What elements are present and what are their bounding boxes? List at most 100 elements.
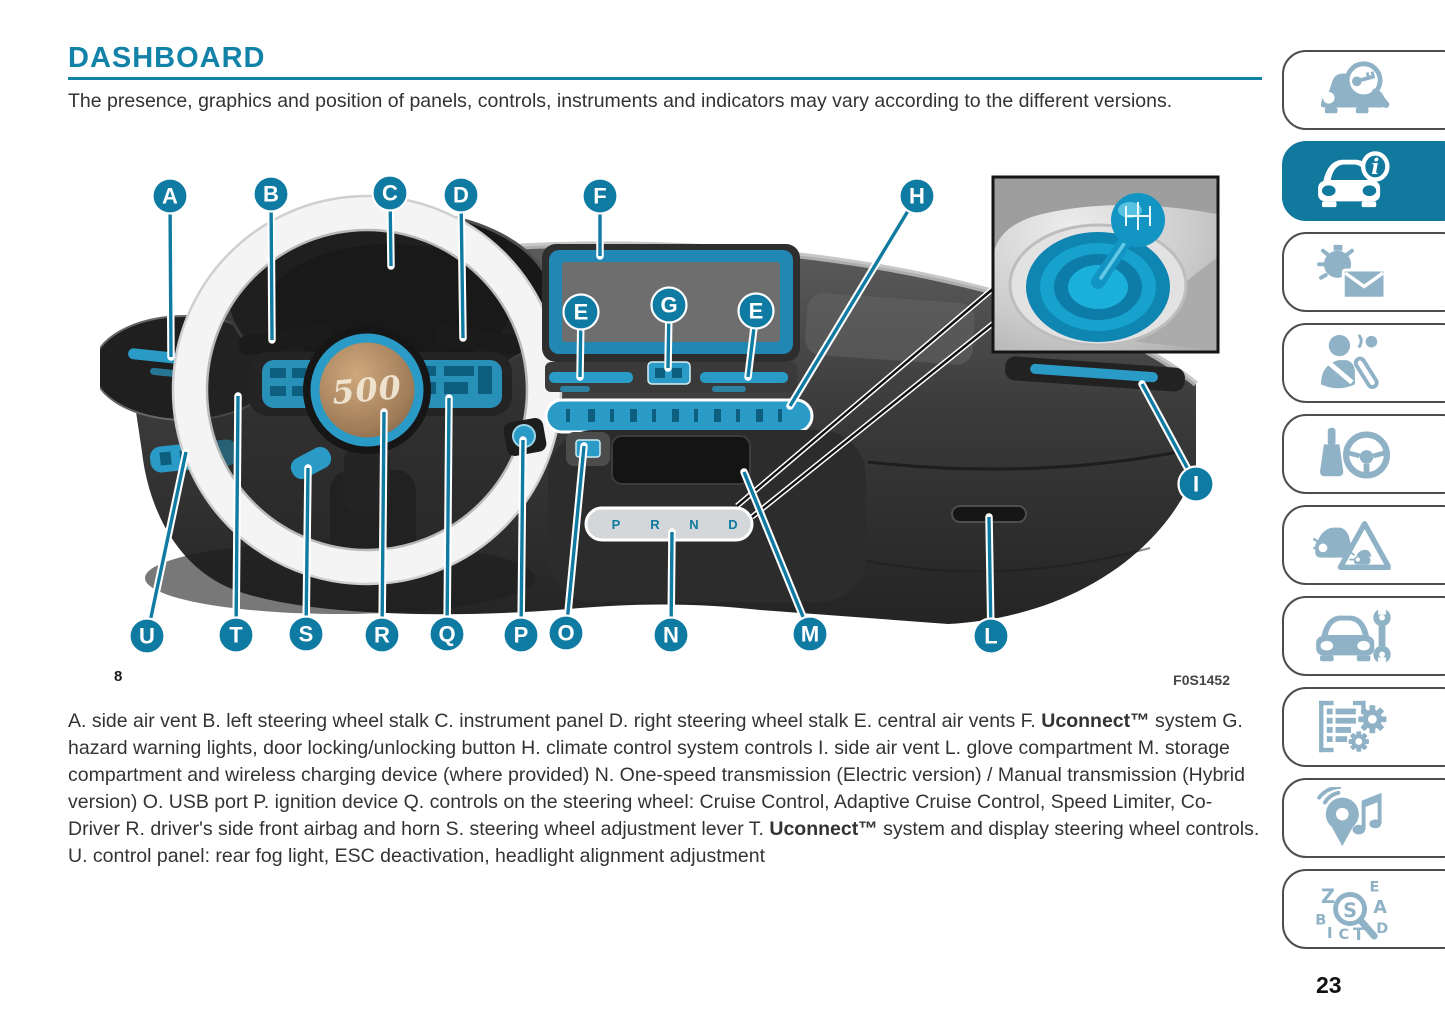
instrument-panel xyxy=(226,208,554,392)
callout-A: A xyxy=(151,177,189,361)
control-panel xyxy=(149,439,239,473)
car-search-icon xyxy=(1296,59,1408,121)
climate-controls xyxy=(544,398,814,434)
multimedia-icon xyxy=(1296,787,1408,849)
svg-text:E: E xyxy=(574,300,589,325)
sidebar-item-warning-message[interactable] xyxy=(1282,232,1445,312)
caption-text: system G. hazard warning lights, door lo… xyxy=(68,710,1245,840)
svg-text:Q: Q xyxy=(438,622,455,647)
dashboard-illustration: 500 xyxy=(100,174,1220,655)
touchscreen xyxy=(542,244,800,362)
callout-M: M xyxy=(740,468,829,653)
emergency-triangle-icon xyxy=(1296,514,1408,576)
caption-text: A. side air vent B. left steering wheel … xyxy=(68,710,1042,732)
svg-text:P: P xyxy=(612,517,621,532)
svg-text:N: N xyxy=(689,517,698,532)
hazard-lock-buttons xyxy=(647,361,691,385)
callout-D: D xyxy=(442,176,480,342)
callout-B: B xyxy=(252,175,290,344)
svg-text:R: R xyxy=(374,623,390,648)
gear-steering-icon xyxy=(1296,423,1408,485)
svg-text:U: U xyxy=(139,624,155,649)
svg-text:G: G xyxy=(660,293,677,318)
car-service-icon xyxy=(1296,605,1408,667)
sidebar-item-car-info[interactable] xyxy=(1282,141,1445,221)
right-air-vent xyxy=(1005,356,1185,392)
svg-text:A: A xyxy=(162,184,178,209)
callout-I: I xyxy=(1138,380,1215,503)
callout-U: U xyxy=(128,448,190,655)
index-search-icon xyxy=(1296,878,1408,940)
sidebar-item-multimedia[interactable] xyxy=(1282,778,1445,858)
inset-connector-lines xyxy=(735,284,997,520)
dashboard-body xyxy=(126,241,1198,624)
callout-E: E xyxy=(737,292,775,381)
svg-text:L: L xyxy=(984,624,997,649)
callout-R: R xyxy=(363,408,401,654)
figure-caption: A. side air vent B. left steering wheel … xyxy=(68,708,1264,870)
callout-N: N xyxy=(652,528,690,654)
svg-text:E: E xyxy=(749,299,764,324)
intro-text: The presence, graphics and position of p… xyxy=(68,90,1173,112)
gearshift-inset xyxy=(991,175,1220,354)
figure-code: F0S1452 xyxy=(1173,672,1230,688)
sidebar-item-index-search[interactable] xyxy=(1282,869,1445,949)
callout-T: T xyxy=(217,392,255,654)
safety-seatbelt-icon xyxy=(1296,332,1408,394)
callout-C: C xyxy=(371,174,409,270)
caption-bold-text: Uconnect™ xyxy=(769,818,878,840)
callout-O: O xyxy=(547,442,588,652)
sidebar-item-car-service[interactable] xyxy=(1282,596,1445,676)
title-rule xyxy=(68,77,1262,80)
sidebar xyxy=(1282,50,1445,949)
caption-text: system and display steering wheel contro… xyxy=(68,818,1260,867)
callout-H: H xyxy=(786,177,936,410)
svg-text:B: B xyxy=(263,182,279,207)
glove-compartment-handle xyxy=(951,505,1027,523)
ignition-device xyxy=(503,418,547,456)
svg-text:M: M xyxy=(801,622,819,647)
sidebar-item-safety-seatbelt[interactable] xyxy=(1282,323,1445,403)
svg-text:S: S xyxy=(299,622,314,647)
page-title: DASHBOARD xyxy=(68,42,266,74)
gear-selector: P R N D xyxy=(584,506,754,542)
central-air-vents xyxy=(545,362,797,392)
steering-wheel: 500 xyxy=(171,194,563,586)
svg-text:D: D xyxy=(453,183,469,208)
callout-S: S xyxy=(287,464,325,653)
sidebar-item-specs-gears[interactable] xyxy=(1282,687,1445,767)
sidebar-item-emergency-triangle[interactable] xyxy=(1282,505,1445,585)
left-air-vent xyxy=(100,315,278,421)
callout-L: L xyxy=(972,513,1010,655)
svg-text:T: T xyxy=(229,623,243,648)
right-stalk xyxy=(436,325,524,355)
svg-text:R: R xyxy=(650,517,660,532)
svg-text:H: H xyxy=(909,184,925,209)
sidebar-item-car-search[interactable] xyxy=(1282,50,1445,130)
page-number: 23 xyxy=(1316,972,1342,998)
gear-pattern xyxy=(1125,202,1151,230)
callout-Q: Q xyxy=(428,394,466,653)
specs-gears-icon xyxy=(1296,696,1408,758)
svg-text:C: C xyxy=(382,181,398,206)
warning-message-icon xyxy=(1296,241,1408,303)
steering-logo: 500 xyxy=(331,368,404,412)
svg-text:N: N xyxy=(663,623,679,648)
callout-F: F xyxy=(581,177,619,260)
svg-text:F: F xyxy=(593,184,606,209)
right-spoke-controls xyxy=(412,360,502,408)
svg-text:I: I xyxy=(1193,472,1199,497)
caption-bold-text: Uconnect™ xyxy=(1041,710,1150,732)
center-console: P R N D xyxy=(548,430,866,602)
wheel-adjustment-lever xyxy=(290,446,332,480)
callout-E: E xyxy=(562,293,600,381)
sidebar-item-gear-steering[interactable] xyxy=(1282,414,1445,494)
usb-port xyxy=(575,439,601,458)
svg-text:D: D xyxy=(728,517,737,532)
callout-P: P xyxy=(502,436,540,654)
car-info-icon xyxy=(1296,150,1408,212)
svg-text:P: P xyxy=(514,623,529,648)
left-stalk xyxy=(238,324,334,356)
